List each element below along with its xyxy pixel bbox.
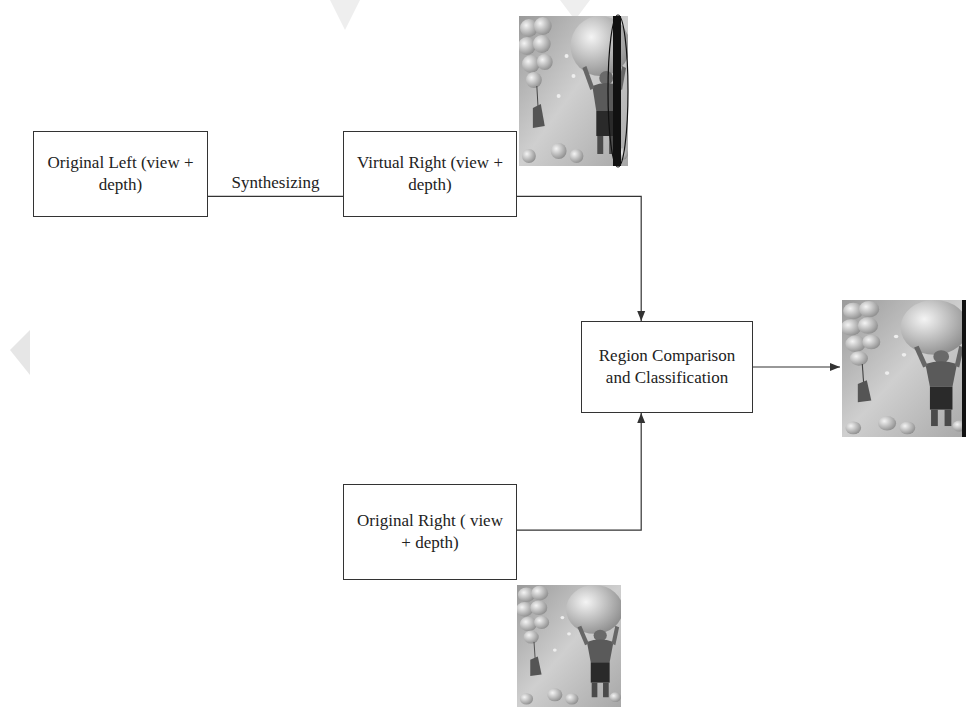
edge-label: Synthesizing bbox=[230, 173, 322, 193]
box-text: Region Comparison and Classification bbox=[592, 345, 742, 389]
process-box: Original Left (view + depth) bbox=[33, 131, 208, 217]
connector bbox=[208, 196, 343, 197]
box-text: Original Left (view + depth) bbox=[44, 152, 197, 196]
box-text: Original Right ( view + depth) bbox=[354, 510, 506, 554]
watermark-shape bbox=[10, 330, 30, 375]
virtual-view-image bbox=[518, 16, 630, 166]
output-arrow bbox=[751, 366, 840, 367]
process-box: Virtual Right (view + depth) bbox=[343, 131, 517, 217]
watermark-shape bbox=[330, 0, 360, 30]
hole-region bbox=[613, 16, 621, 166]
process-box: Region Comparison and Classification bbox=[581, 321, 753, 413]
output-image bbox=[841, 300, 966, 437]
connector bbox=[517, 413, 641, 530]
hole-region bbox=[962, 300, 966, 437]
hole-ellipse bbox=[608, 15, 628, 167]
connector bbox=[517, 196, 641, 321]
process-box: Original Right ( view + depth) bbox=[343, 484, 517, 580]
original-right-image bbox=[516, 585, 623, 707]
box-text: Virtual Right (view + depth) bbox=[354, 152, 506, 196]
